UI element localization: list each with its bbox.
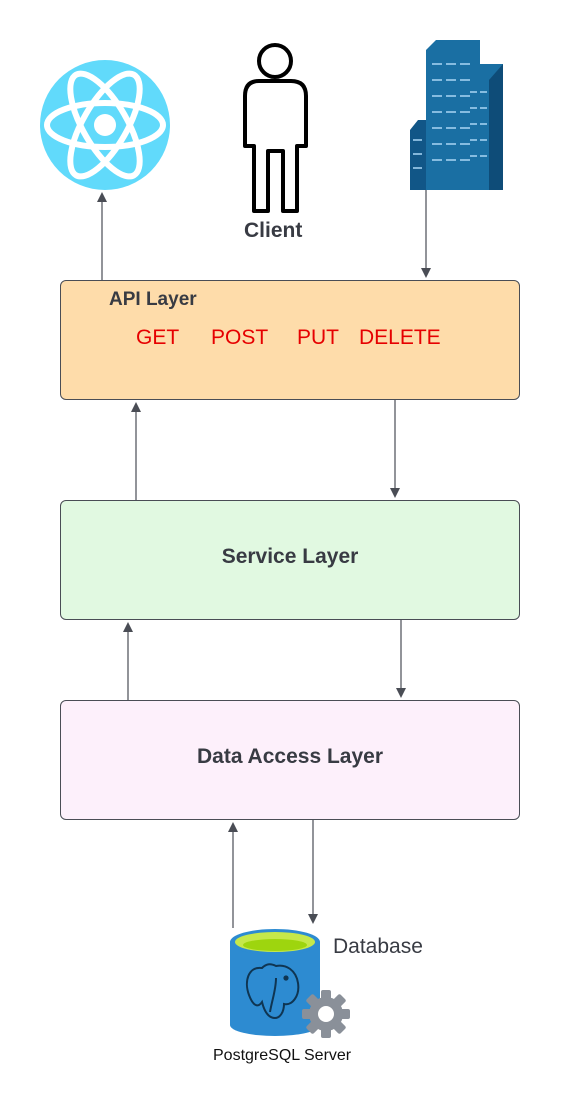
react-atom-icon (40, 60, 170, 190)
method-delete: DELETE (359, 326, 441, 349)
service-layer-box: Service Layer (60, 500, 520, 620)
method-post: POST (211, 326, 269, 349)
postgresql-server-label: PostgreSQL Server (213, 1047, 352, 1064)
elephant-icon (245, 963, 300, 1020)
api-layer-box: API Layer GET POST PUT DELETE (60, 280, 520, 400)
database-label: Database (333, 935, 423, 958)
service-layer-title: Service Layer (221, 545, 359, 568)
data-access-layer-box: Data Access Layer (60, 700, 520, 820)
connectors (97, 190, 431, 928)
method-get: GET (136, 326, 180, 349)
person-icon (243, 43, 308, 213)
method-put: PUT (297, 326, 339, 349)
gear-icon (302, 990, 350, 1038)
api-layer-title: API Layer (109, 289, 197, 310)
postgresql-database-icon (230, 929, 320, 1036)
client-label: Client (244, 219, 303, 242)
data-access-layer-title: Data Access Layer (196, 745, 383, 768)
office-buildings-icon (410, 40, 503, 190)
